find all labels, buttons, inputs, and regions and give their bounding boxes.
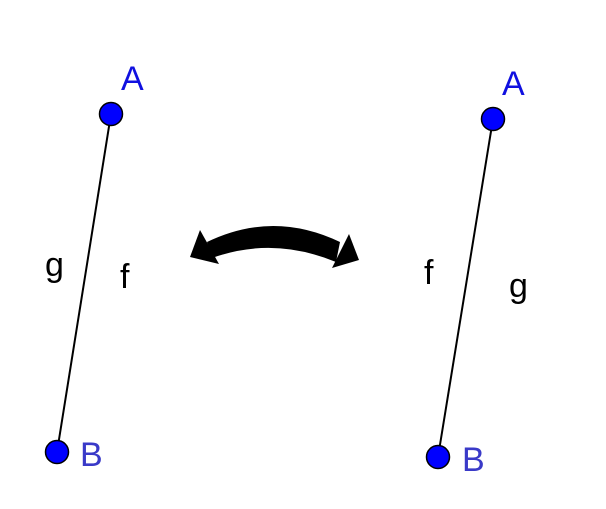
curved-double-arrow-icon — [190, 226, 359, 268]
left-side-label-g: g — [45, 246, 64, 284]
right-segment-ab — [437, 118, 494, 458]
arrow-head-left — [190, 230, 219, 264]
right-side-label-f: f — [424, 254, 434, 292]
right-figure: A B f g — [424, 65, 528, 479]
left-point-b-label: B — [80, 436, 103, 474]
right-side-label-g: g — [509, 267, 528, 305]
left-figure: A B g f — [44, 60, 144, 474]
right-point-b-label: B — [462, 441, 485, 479]
arrow-body — [207, 226, 340, 262]
right-point-a-label: A — [502, 65, 525, 103]
left-side-label-f: f — [120, 258, 130, 296]
right-point-b[interactable] — [425, 444, 451, 470]
right-point-a[interactable] — [480, 106, 506, 132]
left-point-a[interactable] — [98, 101, 124, 127]
left-point-b[interactable] — [44, 439, 70, 465]
left-point-a-label: A — [121, 60, 144, 98]
left-segment-ab — [56, 113, 112, 453]
arrow-head-right — [332, 234, 359, 268]
